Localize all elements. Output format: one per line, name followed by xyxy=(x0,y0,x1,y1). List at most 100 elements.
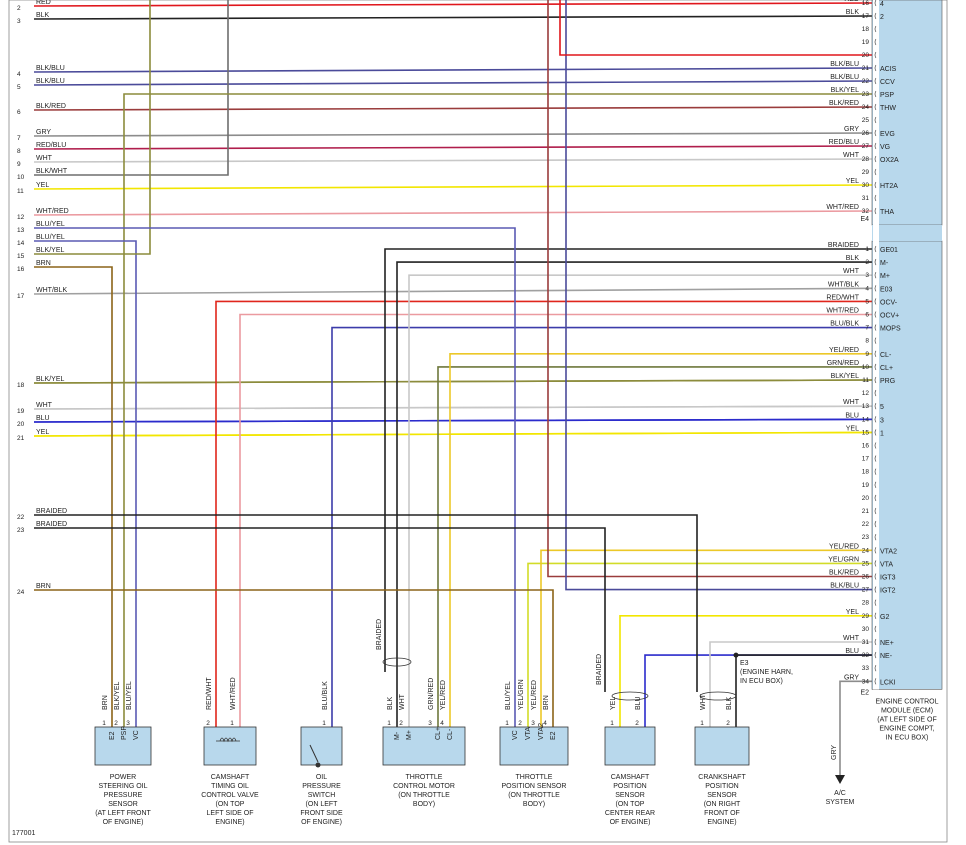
component-caption: A/C xyxy=(834,790,846,797)
component-caption: SWITCH xyxy=(308,792,336,799)
left-pin-number: 10 xyxy=(17,174,25,181)
ecm-pin-number: 25 xyxy=(862,117,870,124)
ecm-wire-label: YEL xyxy=(846,609,859,616)
ecm-pin-mark xyxy=(874,547,877,554)
component-pin-number: 3 xyxy=(531,720,535,727)
component-wire-label: BLU/YEL xyxy=(505,681,512,710)
ecm-wire-label: GRY xyxy=(844,674,859,681)
left-wire-label: BRAIDED xyxy=(36,521,67,528)
component-caption: POSITION xyxy=(613,783,646,790)
ecm-caption: (AT LEFT SIDE OF xyxy=(877,716,937,723)
ecm-connector: 164RED172BLK18192021ACISBLK/BLU22CCVBLK/… xyxy=(826,0,943,696)
ops-wire xyxy=(331,326,872,727)
component-pin-number: 3 xyxy=(428,720,432,727)
ecm-pin-function: NE+ xyxy=(880,640,894,647)
ecm-connector-upper xyxy=(871,0,943,226)
component-cmp xyxy=(604,726,656,766)
psp-wire-blkyel xyxy=(123,93,872,727)
ecm-pin-mark xyxy=(874,612,877,619)
ecm-pin-function: EVG xyxy=(880,131,895,138)
ground-label: E3 xyxy=(740,660,749,667)
component-caption: OF ENGINE) xyxy=(301,819,342,826)
harness-wire-lower xyxy=(33,431,873,437)
ecm-pin-mark xyxy=(874,64,877,72)
left-wire-label: WHT/BLK xyxy=(36,287,67,294)
ecm-pin-mark xyxy=(874,168,877,176)
component-caption: CAMSHAFT xyxy=(211,774,250,781)
ecm-connector-gap xyxy=(872,225,942,241)
ecm-pin-mark xyxy=(874,507,877,515)
ecm-pin-number: 23 xyxy=(862,91,870,98)
wire-layer xyxy=(33,0,873,775)
component-caption: CONTROL VALVE xyxy=(201,792,259,799)
ecm-pin-number: 33 xyxy=(862,665,870,672)
ecm-pin-number: 5 xyxy=(865,298,869,305)
ecm-wire-label: YEL/GRN xyxy=(828,556,859,563)
ecm-pin-number: 2 xyxy=(865,259,869,266)
ecm-wire-label: GRN/RED xyxy=(827,360,859,367)
ecm-pin-number: 29 xyxy=(862,613,870,620)
cmp-braided xyxy=(34,527,606,692)
left-pin-number: 6 xyxy=(17,109,21,116)
component-wire-label: GRY xyxy=(831,745,838,760)
left-pin-number: 22 xyxy=(17,514,25,521)
ecm-pin-mark xyxy=(874,534,877,541)
ecm-pin-number: 31 xyxy=(862,195,870,202)
ecm-pin-number: 15 xyxy=(862,429,870,436)
component-wire-label: WHT xyxy=(700,693,707,710)
component-caption: POSITION SENSOR xyxy=(502,783,567,790)
component-caption: CENTER REAR xyxy=(605,810,655,817)
ecm-pin-mark xyxy=(874,0,877,7)
cmp-wire-blu xyxy=(644,654,872,727)
harness-wire xyxy=(34,0,229,176)
ecm-pin-function: PRG xyxy=(880,378,895,385)
ecm-pin-mark xyxy=(874,429,877,436)
tcm-braided xyxy=(384,248,872,672)
ecm-pin-number: 11 xyxy=(862,377,869,384)
ecm-pin-number: 8 xyxy=(865,338,869,345)
component-caption: (ON RIGHT xyxy=(704,801,741,808)
component-caption: STEERING OIL xyxy=(98,783,147,790)
switch-icon xyxy=(309,744,319,763)
component-pin-number: 1 xyxy=(322,720,326,727)
component-wire-label: BLU/YEL xyxy=(126,681,133,710)
component-pin-number: 2 xyxy=(206,720,210,727)
left-wire-label: GRY xyxy=(36,129,51,136)
component-psp xyxy=(94,726,152,766)
ecm-pin-mark xyxy=(874,468,877,475)
ecm-pin-mark xyxy=(874,285,877,292)
ecm-pin-function: LCKI xyxy=(880,679,896,686)
ecm-pin-number: 20 xyxy=(862,52,870,59)
left-wire-label: BLK/RED xyxy=(36,103,66,110)
component-layer xyxy=(94,652,845,784)
left-pin-number: 18 xyxy=(17,382,25,389)
ecm-pin-number: 25 xyxy=(862,560,870,567)
left-pin-number: 16 xyxy=(17,266,25,273)
component-pin-number: 1 xyxy=(610,720,614,727)
ecm-pin-number: 17 xyxy=(862,13,870,20)
component-caption: THROTTLE xyxy=(406,774,443,781)
component-pin-number: 3 xyxy=(126,720,130,727)
ecm-connector-lower xyxy=(871,240,943,690)
left-pin-number: 14 xyxy=(17,240,25,247)
left-wire-label: BLK/YEL xyxy=(36,376,65,383)
ecm-pin-mark xyxy=(874,298,877,305)
left-pin-number: 23 xyxy=(17,527,25,534)
ecm-pin-mark xyxy=(874,403,877,410)
ecm-pin-function: VTA2 xyxy=(880,548,897,555)
ecm-pin-mark xyxy=(874,103,877,111)
ecm-pin-number: 12 xyxy=(862,390,870,397)
component-terminal: E2 xyxy=(109,731,116,740)
ecm-pin-mark xyxy=(874,455,877,462)
component-wire-label: GRN/RED xyxy=(428,678,435,710)
harness-wire-lower xyxy=(33,379,873,384)
component-caption: TIMING OIL xyxy=(211,783,249,790)
ecm-pin-mark xyxy=(874,324,877,331)
braid-shield-icon xyxy=(611,691,649,701)
component-caption: FRONT OF xyxy=(704,810,740,817)
component-terminal: PSP xyxy=(121,726,128,740)
ecm-pin-function: IGT2 xyxy=(880,588,896,595)
component-wire-label: BLK xyxy=(387,696,394,710)
ecm-pin-function: 4 xyxy=(880,1,884,8)
tcm-wire-blk xyxy=(396,261,872,727)
